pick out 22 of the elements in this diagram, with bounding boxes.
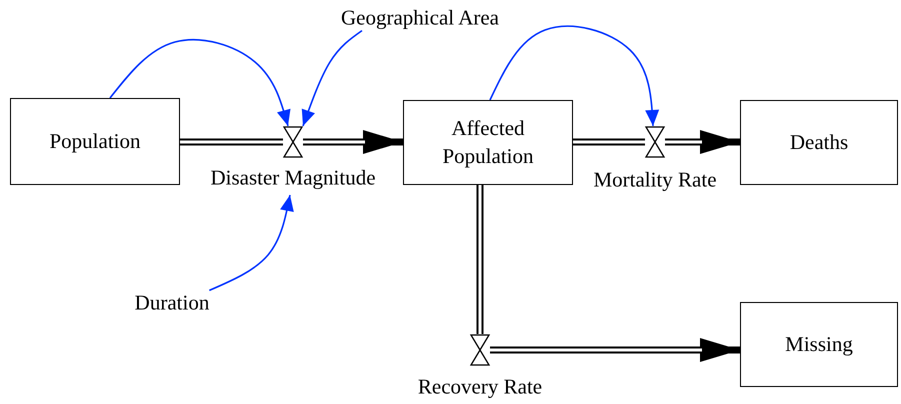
flow-pipe	[665, 130, 740, 154]
flow-pipe	[303, 130, 403, 154]
rate-label: Disaster Magnitude	[210, 165, 376, 191]
flow-pipe	[180, 138, 283, 146]
flow-pipe	[573, 138, 645, 146]
stock-box: Population	[10, 98, 180, 185]
flow-valve	[283, 126, 303, 158]
rate-label: Mortality Rate	[593, 167, 717, 193]
link-arrow	[109, 38, 290, 126]
stock-box: Missing	[740, 302, 898, 387]
rate-label: Recovery Rate	[418, 374, 542, 400]
link-arrow	[302, 30, 362, 126]
flow-pipe	[490, 338, 740, 362]
link-arrow	[489, 25, 660, 126]
link-arrow	[209, 194, 294, 292]
variable-label: Geographical Area	[341, 5, 499, 31]
stock-box: Affected Population	[403, 100, 573, 185]
variable-label: Duration	[134, 290, 210, 316]
flow-valve	[645, 126, 665, 158]
flow-pipe	[476, 185, 484, 334]
flow-valve	[470, 334, 490, 366]
stock-box: Deaths	[740, 100, 898, 185]
